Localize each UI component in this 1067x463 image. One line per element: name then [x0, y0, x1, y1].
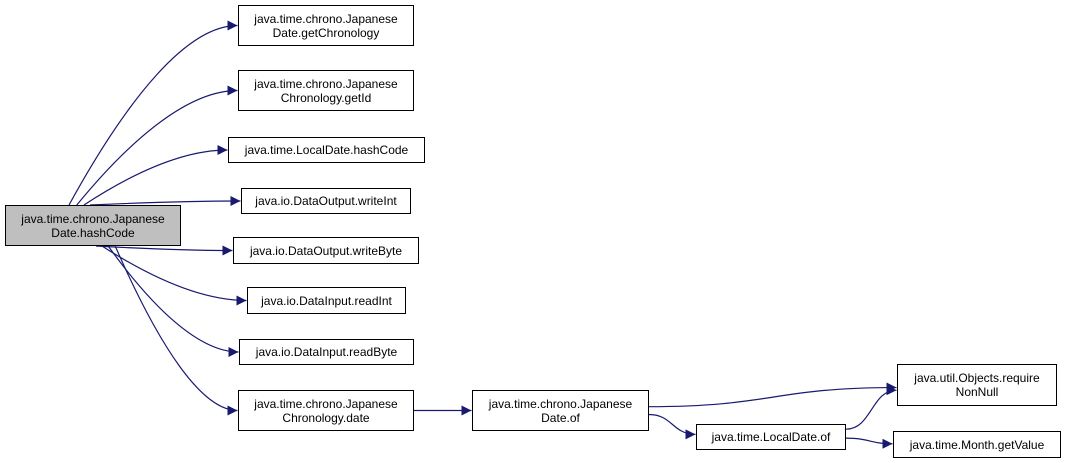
node-japanese-date-getchronology[interactable]: java.time.chrono.Japanese Date.getChrono… — [238, 5, 414, 46]
node-label-line2: Chronology.date — [282, 410, 370, 425]
edge-root-to-get_chronology — [68, 20, 238, 206]
node-label-line1: java.time.chrono.Japanese — [488, 396, 633, 411]
node-japanese-chronology-getid[interactable]: java.time.chrono.Japanese Chronology.get… — [238, 70, 414, 111]
edge-japanese_date_of-to-require_non_null — [648, 382, 897, 408]
node-label-line2: Date.getChronology — [272, 25, 380, 40]
node-label: java.time.LocalDate.of — [711, 430, 831, 444]
node-label: java.time.LocalDate.hashCode — [244, 143, 409, 157]
edge-root-to-write_byte — [95, 245, 233, 256]
edge-japanese_date_of-to-local_date_of — [648, 413, 696, 440]
node-label-line1: java.time.chrono.Japanese — [254, 11, 398, 26]
node-label-line2: Date.hashCode — [51, 225, 135, 240]
node-label-line2: Date.of — [541, 410, 580, 425]
node-dataoutput-writeint[interactable]: java.io.DataOutput.writeInt — [241, 188, 411, 214]
node-datainput-readbyte[interactable]: java.io.DataInput.readByte — [239, 339, 414, 365]
node-label: java.io.DataOutput.writeInt — [255, 194, 397, 208]
node-label-line2: NonNull — [955, 385, 999, 399]
node-label-line2: Chronology.getId — [280, 90, 372, 105]
node-localdate-of[interactable]: java.time.LocalDate.of — [696, 424, 846, 450]
node-label-line1: java.util.Objects.require — [914, 371, 1040, 385]
node-label-line1: java.time.chrono.Japanese — [21, 211, 165, 226]
node-month-getvalue[interactable]: java.time.Month.getValue — [893, 431, 1061, 458]
edge-root-to-get_id — [76, 85, 238, 206]
node-japanese-chronology-date[interactable]: java.time.chrono.Japanese Chronology.dat… — [238, 390, 414, 431]
edge-root-to-write_int — [90, 196, 241, 207]
edge-root-to-chrono_date — [114, 245, 238, 416]
edge-local_date_of-to-month_get_value — [845, 437, 893, 449]
node-objects-requirenonnull[interactable]: java.util.Objects.require NonNull — [897, 364, 1057, 406]
node-japanese-date-hashcode: java.time.chrono.Japanese Date.hashCode — [5, 205, 181, 246]
node-japanese-date-of[interactable]: java.time.chrono.Japanese Date.of — [472, 390, 649, 431]
edge-local_date_of-to-require_non_null — [845, 385, 897, 430]
node-label: java.io.DataOutput.writeByte — [249, 243, 403, 258]
node-localdate-hashcode[interactable]: java.time.LocalDate.hashCode — [228, 137, 425, 163]
edge-root-to-local_date_hash — [83, 145, 228, 206]
node-label-line1: java.time.chrono.Japanese — [254, 396, 398, 411]
node-label: java.io.DataInput.readByte — [255, 345, 398, 359]
node-label: java.time.Month.getValue — [909, 437, 1045, 452]
node-label: java.io.DataInput.readInt — [261, 293, 392, 308]
edge-root-to-read_int — [101, 245, 247, 306]
node-label-line1: java.time.chrono.Japanese — [254, 76, 398, 91]
node-dataoutput-writebyte[interactable]: java.io.DataOutput.writeByte — [233, 237, 419, 264]
node-datainput-readint[interactable]: java.io.DataInput.readInt — [247, 287, 406, 314]
